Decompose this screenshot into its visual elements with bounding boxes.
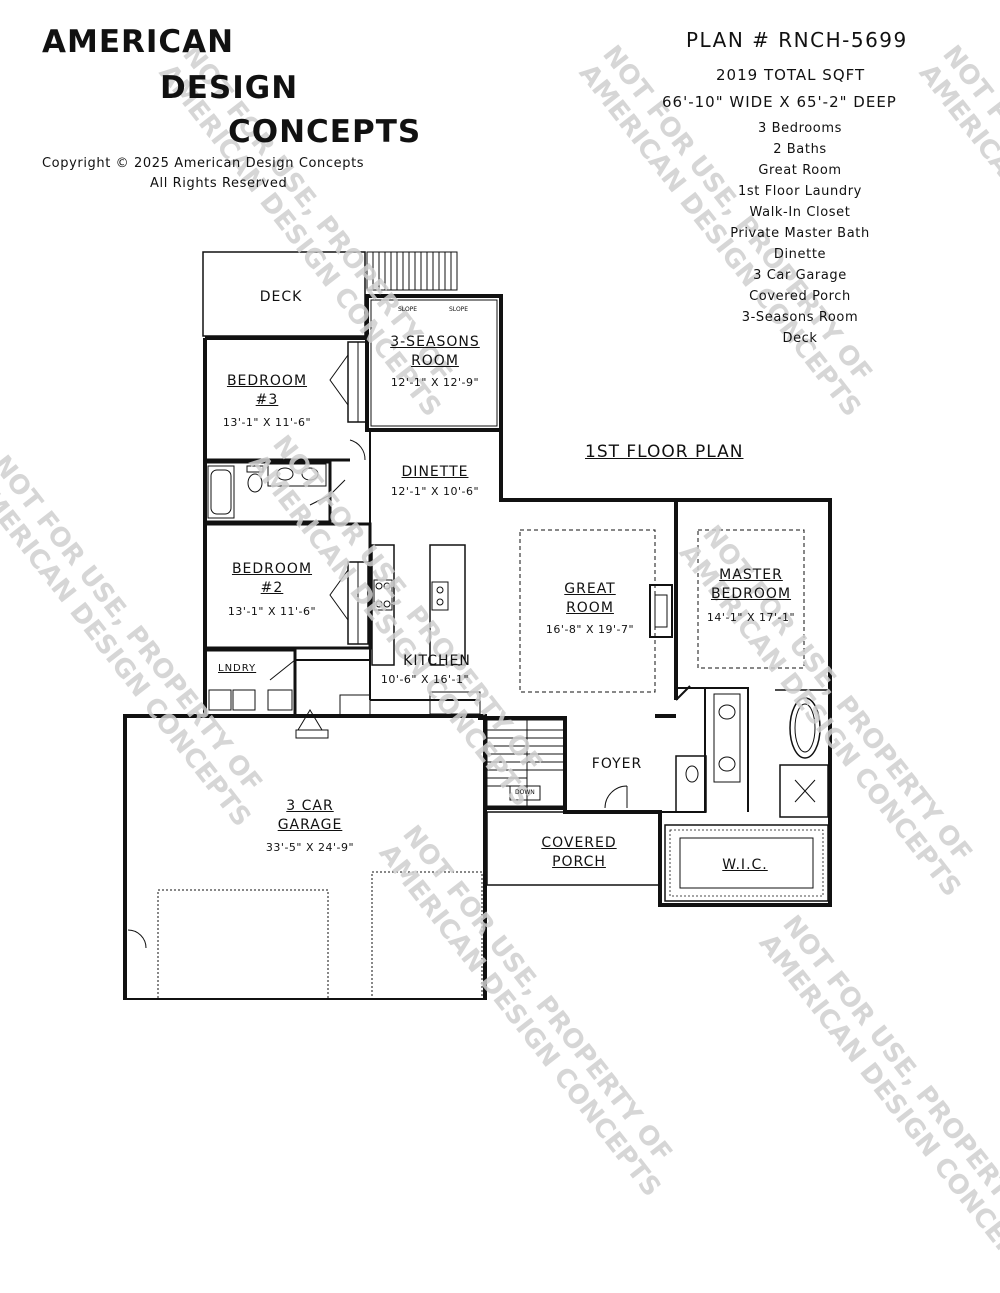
dinette-label: DINETTE: [401, 464, 469, 480]
brand-line-1: AMERICAN: [42, 24, 235, 60]
plan-number: PLAN # RNCH-5699: [686, 28, 908, 52]
feature-item: 3 Car Garage: [753, 268, 847, 283]
deck-label: DECK: [259, 289, 303, 305]
plan-size: 66'-10" WIDE X 65'-2" DEEP: [662, 93, 897, 111]
floor-plan-drawing: [123, 251, 832, 1000]
feature-item: Deck: [782, 331, 818, 346]
toilet: [247, 473, 263, 493]
seasons-room-outline: [365, 294, 503, 432]
slope-label-b: SLOPE: [449, 306, 469, 313]
brand-line-2: DESIGN: [160, 70, 299, 106]
feature-item: Dinette: [773, 247, 827, 262]
bath-vanity: [267, 463, 327, 487]
foyer-label: FOYER: [591, 756, 643, 772]
slope-label-a: SLOPE: [398, 306, 418, 313]
master-vanity: [713, 693, 741, 783]
total-sqft: 2019 TOTAL SQFT: [716, 66, 866, 84]
shower: [779, 764, 829, 818]
bedroom2-label: BEDROOM #2: [231, 561, 313, 596]
feature-item: Great Room: [758, 163, 842, 178]
seasons-room-dim: 12'-1" X 12'-9": [390, 376, 480, 389]
bathtub: [207, 465, 235, 519]
great-room-ceiling: [519, 529, 656, 693]
bedroom3-dim: 13'-1" X 11'-6": [222, 416, 312, 429]
feature-item: 3 Bedrooms: [758, 121, 842, 136]
feature-item: Walk-In Closet: [749, 205, 851, 220]
hall-bath: [203, 460, 332, 524]
master-toilet-room: [675, 755, 707, 813]
master-ceiling: [697, 529, 805, 669]
porch-label: COVERED PORCH: [541, 835, 617, 870]
garage-outline: [123, 714, 487, 1000]
kitchen-label: KITCHEN: [403, 653, 471, 669]
garage-dim: 33'-5" X 24'-9": [265, 841, 355, 854]
laundry-label: LNDRY: [218, 663, 257, 674]
soaker-tub: [789, 697, 821, 759]
kitchen-dim: 10'-6" X 16'-1": [380, 673, 470, 686]
feature-list: 3 Bedrooms 2 Baths Great Room 1st Floor …: [700, 118, 900, 349]
master-bedroom-dim: 14'-1" X 17'-1": [706, 611, 796, 624]
dinette-dim: 12'-1" X 10'-6": [390, 485, 480, 498]
deck-stairs: [366, 251, 458, 291]
master-bedroom-label: MASTER BEDROOM: [710, 567, 792, 602]
cooktop: [373, 579, 393, 611]
feature-item: Covered Porch: [749, 289, 851, 304]
copyright: Copyright © 2025 American Design Concept…: [42, 156, 365, 171]
bedroom3-label: BEDROOM #3: [226, 373, 308, 408]
garage-label: 3 CAR GARAGE: [277, 798, 343, 833]
great-room-label: GREAT ROOM: [564, 581, 616, 616]
fireplace: [649, 584, 673, 638]
kitchen-counter: [371, 544, 395, 666]
feature-item: 1st Floor Laundry: [738, 184, 862, 199]
great-room-dim: 16'-8" X 19'-7": [545, 623, 635, 636]
kitchen-island: [429, 544, 466, 666]
floor-plan-title: 1ST FLOOR PLAN: [585, 442, 744, 462]
wic-label: W.I.C.: [722, 857, 768, 873]
feature-item: Private Master Bath: [730, 226, 870, 241]
seasons-room-label: 3-SEASONS ROOM: [390, 334, 480, 369]
walk-in-closet: [664, 824, 829, 902]
feature-item: 2 Baths: [773, 142, 827, 157]
brand-line-3: CONCEPTS: [228, 114, 422, 150]
bedroom2-dim: 13'-1" X 11'-6": [227, 605, 317, 618]
stairs-down-label: DOWN: [515, 789, 535, 796]
rights-reserved: All Rights Reserved: [150, 176, 288, 191]
feature-item: 3-Seasons Room: [741, 310, 859, 325]
